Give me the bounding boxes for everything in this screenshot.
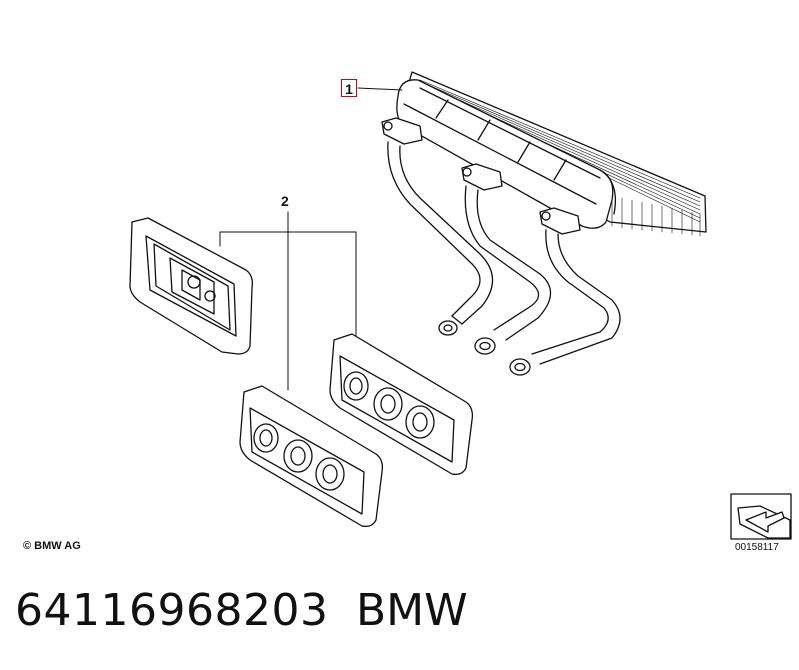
brand-label: BMW [356,585,468,636]
part-number: 64116968203 [15,585,329,636]
gasket-three-hole-right [329,333,474,476]
heater-core [396,71,707,237]
diagram-id-label: 00158117 [735,542,779,553]
heater-pipes [381,117,621,376]
leader-lines [219,87,403,391]
gasket-three-hole-left [239,385,384,528]
copyright-label: © BMW AG [23,540,81,552]
callout-2: 2 [281,193,289,209]
callout-1: 1 [341,79,357,97]
arrow-corner-icon [730,493,792,540]
gasket-rectangular [129,217,254,355]
